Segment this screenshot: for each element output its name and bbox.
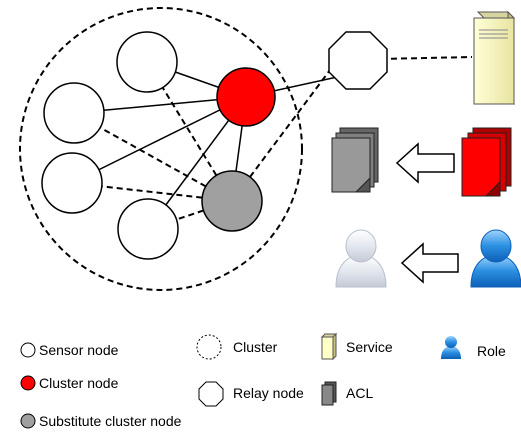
sensor-node-top (116, 31, 178, 93)
legend-acl-icon (321, 381, 337, 406)
legend-service-label: Service (346, 339, 393, 355)
legend-cluster-node-label: Cluster node (39, 375, 119, 391)
relay-node (328, 31, 388, 90)
sensor-node-lower-left (41, 152, 103, 214)
acl-active-icon (461, 127, 512, 197)
sensor-node-upper-left (43, 82, 105, 144)
legend: Sensor node Cluster node Substitute clus… (20, 332, 506, 429)
cluster-boundary (19, 7, 303, 291)
legend-role-icon (441, 336, 461, 359)
substitute-cluster-node (201, 170, 263, 232)
legend-cluster-node-icon (20, 375, 36, 391)
legend-acl-label: ACL (346, 385, 373, 401)
role-active-icon (470, 229, 521, 288)
legend-substitute-cluster-node-icon (20, 413, 36, 429)
legend-relay-node-icon (198, 381, 224, 407)
role-inactive-icon (335, 229, 387, 288)
service-icon (473, 10, 516, 106)
legend-cluster-icon (196, 334, 222, 360)
legend-sensor-node-label: Sensor node (39, 342, 119, 358)
legend-substitute-cluster-node-label: Substitute cluster node (39, 413, 182, 429)
legend-service-icon (320, 332, 338, 361)
cluster-node (216, 67, 276, 127)
legend-role-label: Role (477, 343, 506, 359)
legend-sensor-node-icon (20, 342, 36, 358)
legend-cluster-label: Cluster (233, 339, 278, 355)
assign-acl-arrow-icon (395, 142, 455, 184)
acl-inactive-icon (331, 127, 379, 193)
assign-role-arrow-icon (400, 242, 459, 284)
sensor-node-bottom (117, 198, 179, 260)
legend-relay-node-label: Relay node (233, 385, 304, 401)
